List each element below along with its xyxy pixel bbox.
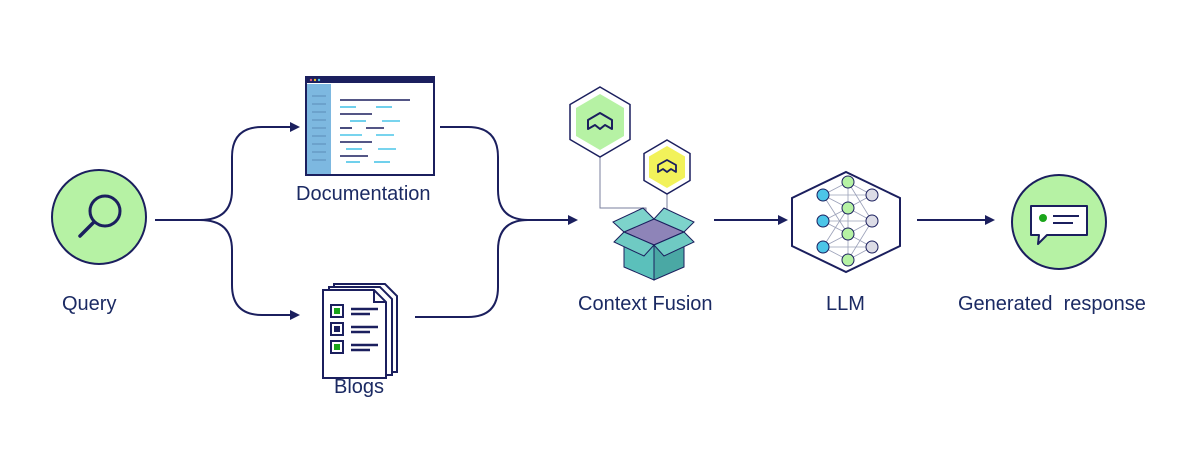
connectors: [155, 122, 995, 320]
documentation-to-fusion-connector: [440, 126, 529, 221]
open-box-icon: [612, 207, 695, 281]
neural-network-hex-icon: [791, 170, 901, 274]
context-fusion-label: Context Fusion: [578, 293, 713, 315]
blogs-label: Blogs: [334, 376, 385, 398]
document-window-icon: [305, 76, 435, 176]
query-label: Query: [62, 293, 117, 315]
weaviate-logo-hex-large-icon: [569, 86, 631, 158]
checklist-pages-icon: [322, 283, 398, 379]
search-icon: [51, 169, 147, 265]
query-to-documentation-arrow: [199, 122, 300, 221]
llm-label: LLM: [826, 293, 865, 315]
query-to-blogs-arrow: [199, 219, 300, 320]
chat-bubble-icon: [1011, 174, 1107, 270]
weaviate-logo-hex-small-icon: [643, 139, 691, 195]
documentation-label: Documentation: [296, 183, 431, 205]
generated-response-label: Generated response: [958, 293, 1146, 315]
blogs-to-fusion-connector: [415, 219, 529, 318]
